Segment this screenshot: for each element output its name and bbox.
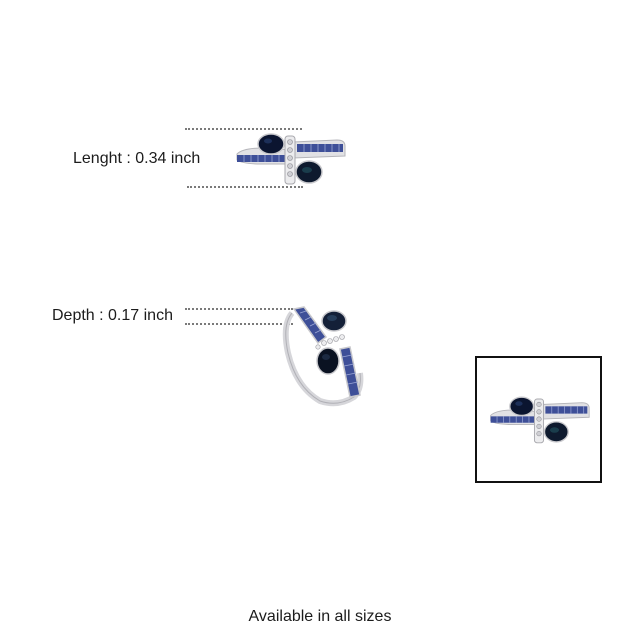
ring-top-view-image bbox=[236, 133, 346, 185]
length-label: Lenght : 0.34 inch bbox=[73, 150, 201, 167]
depth-top-guide-line bbox=[185, 308, 293, 310]
ring-side-view-image bbox=[282, 306, 364, 407]
depth-label: Depth : 0.17 inch bbox=[52, 307, 173, 324]
depth-bottom-guide-line bbox=[185, 323, 293, 325]
length-top-guide-line bbox=[185, 128, 302, 130]
availability-note: Available in all sizes bbox=[248, 608, 392, 625]
length-bottom-guide-line bbox=[187, 186, 303, 188]
ring-thumbnail-image bbox=[490, 396, 590, 444]
product-thumbnail[interactable] bbox=[475, 356, 602, 483]
